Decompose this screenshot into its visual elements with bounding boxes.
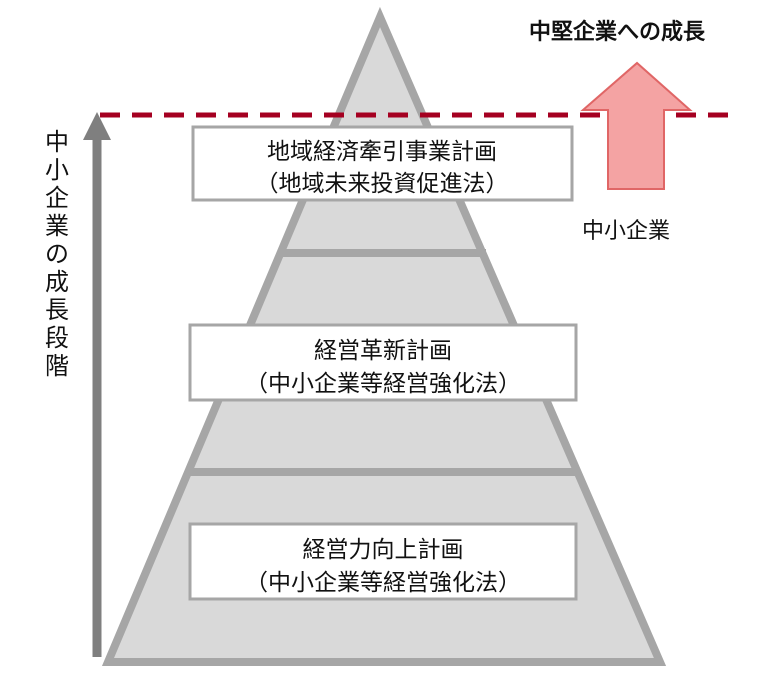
sme-label: 中小企業 — [582, 219, 670, 244]
tier-law: （中小企業等経営強化法） — [245, 570, 521, 596]
tier-law: （中小企業等経営強化法） — [245, 371, 521, 397]
mid-size-growth-label: 中堅企業への成長 — [529, 19, 706, 45]
tier-box-innovation-plan — [188, 323, 578, 402]
tier-box-management-plan — [188, 522, 578, 601]
tier-title: 経営革新計画 — [314, 338, 452, 364]
growth-stage-axis-text: 中小企業の成長段階 — [45, 128, 69, 380]
growth-up-arrow — [580, 61, 693, 190]
growth-stage-axis-label: 中小企業の成長段階 — [45, 128, 69, 380]
tier-box-regional-plan — [191, 125, 574, 202]
tier-title: 地域経済牽引事業計画 — [267, 139, 497, 165]
growth-stage-arrowhead — [83, 112, 111, 140]
tier-law: （地域未来投資促進法） — [256, 171, 509, 197]
tier-title: 経営力向上計画 — [303, 537, 464, 563]
